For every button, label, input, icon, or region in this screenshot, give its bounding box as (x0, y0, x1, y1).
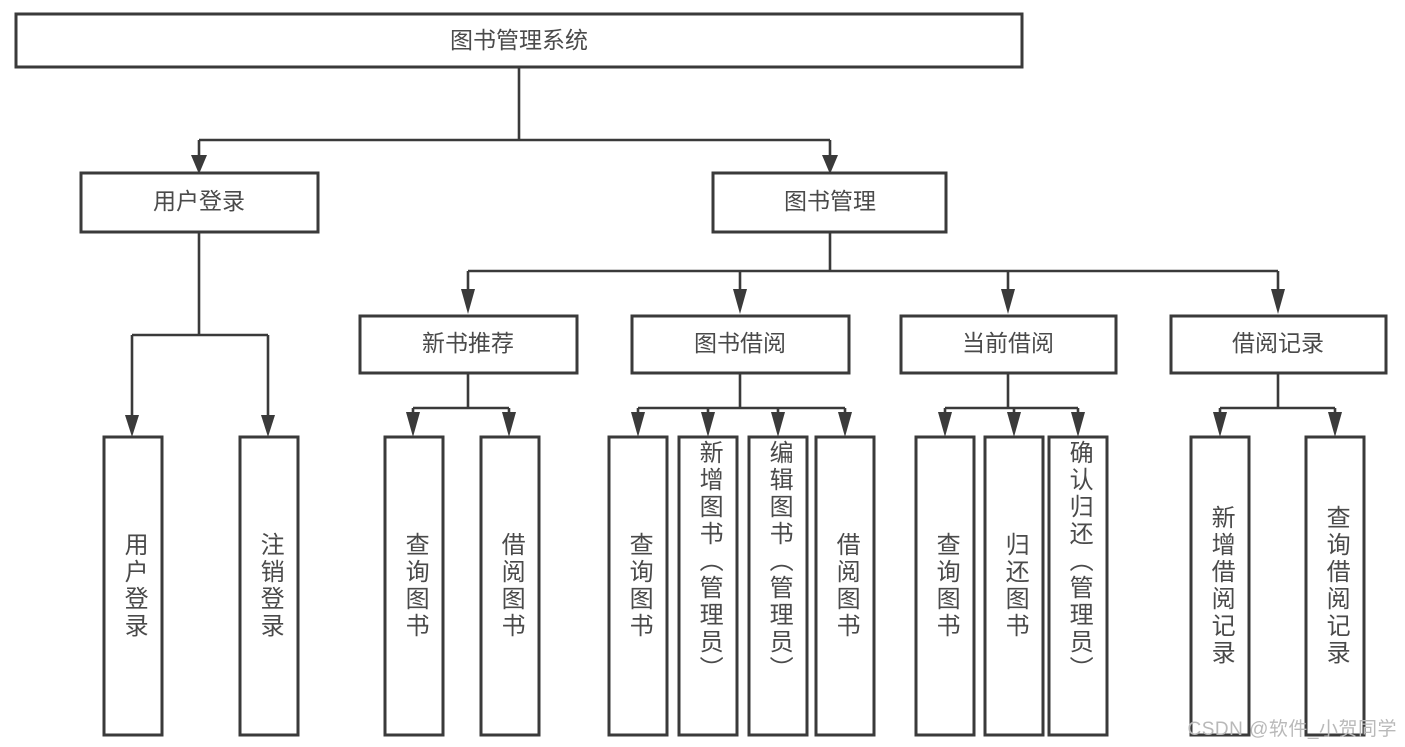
arrow-head-leaf-book-borrow-2 (701, 412, 715, 437)
node-book-mgmt-label: 图书管理 (784, 188, 876, 214)
arrow-head-leaf-borrow-record-2 (1328, 412, 1342, 437)
arrow-head-leaf-user-login-1 (125, 415, 139, 437)
node-root-box[interactable] (14, 12, 1024, 69)
leaf-box-current-borrow-2[interactable] (983, 435, 1045, 737)
node-book-mgmt-box[interactable] (711, 171, 948, 234)
node-root-label: 图书管理系统 (450, 27, 588, 53)
leaf-group-new-book-recommend (383, 435, 541, 737)
node-book-borrow-box[interactable] (630, 314, 851, 375)
leaf-box-book-borrow-4[interactable] (814, 435, 876, 737)
connector-group-current-borrow (938, 374, 1085, 437)
node-borrow-record[interactable]: 借阅记录 (1169, 314, 1388, 375)
leaf-box-book-borrow-1[interactable] (607, 435, 669, 737)
arrow-head-new-book (461, 289, 475, 314)
leaf-box-user-login-2[interactable] (238, 435, 300, 737)
leaf-group-current-borrow (914, 435, 1109, 737)
arrow-head-book-mgmt (822, 155, 838, 174)
leaf-box-current-borrow-1[interactable] (914, 435, 976, 737)
node-book-mgmt[interactable]: 图书管理 (711, 171, 948, 234)
arrow-head-leaf-book-borrow-1 (631, 412, 645, 437)
connector-group-new-book (406, 374, 516, 437)
node-root[interactable]: 图书管理系统 (14, 12, 1024, 69)
arrow-head-leaf-book-borrow-4 (838, 412, 852, 437)
node-book-borrow[interactable]: 图书借阅 (630, 314, 851, 375)
leaf-box-borrow-record-1[interactable] (1189, 435, 1251, 737)
connector-group-book-borrow (631, 374, 852, 437)
arrow-head-leaf-new-book-1 (406, 412, 420, 437)
arrow-head-leaf-current-borrow-2 (1007, 412, 1021, 437)
node-new-book-recommend-box[interactable] (358, 314, 579, 375)
node-user-login-label: 用户登录 (153, 188, 245, 214)
arrow-head-leaf-book-borrow-3 (771, 412, 785, 437)
leaf-group-book-borrow (607, 435, 876, 737)
node-user-login[interactable]: 用户登录 (79, 171, 320, 234)
node-user-login-box[interactable] (79, 171, 320, 234)
arrow-head-current-borrow (1001, 289, 1015, 314)
node-borrow-record-label: 借阅记录 (1232, 330, 1324, 356)
arrow-head-book-borrow (733, 289, 747, 314)
node-new-book-recommend-label: 新书推荐 (422, 330, 514, 356)
node-current-borrow-label: 当前借阅 (962, 330, 1054, 356)
node-borrow-record-box[interactable] (1169, 314, 1388, 375)
arrow-head-leaf-new-book-2 (502, 412, 516, 437)
arrow-head-leaf-user-login-2 (261, 415, 275, 437)
connector-group-borrow-record (1213, 374, 1342, 437)
connector-group-user-login (125, 232, 275, 437)
node-current-borrow-box[interactable] (899, 314, 1118, 375)
leaf-box-book-borrow-3[interactable] (747, 435, 809, 737)
node-current-borrow[interactable]: 当前借阅 (899, 314, 1118, 375)
arrow-head-leaf-borrow-record-1 (1213, 412, 1227, 437)
leaf-group-borrow-record (1189, 435, 1366, 737)
leaf-box-current-borrow-3[interactable] (1047, 435, 1109, 737)
leaf-box-user-login-1[interactable] (102, 435, 164, 737)
connector-group-root (191, 67, 838, 174)
arrow-head-leaf-current-borrow-1 (938, 412, 952, 437)
node-new-book-recommend[interactable]: 新书推荐 (358, 314, 579, 375)
connector-group-book-mgmt (461, 232, 1285, 314)
arrow-head-leaf-current-borrow-3 (1071, 412, 1085, 437)
leaf-box-borrow-record-2[interactable] (1304, 435, 1366, 737)
arrow-head-user-login (191, 155, 207, 174)
leaf-group-user-login (102, 435, 300, 737)
leaf-box-new-book-1[interactable] (383, 435, 445, 737)
arrow-head-borrow-record (1271, 289, 1285, 314)
leaf-box-new-book-2[interactable] (479, 435, 541, 737)
node-book-borrow-label: 图书借阅 (694, 330, 786, 356)
leaf-box-book-borrow-2[interactable] (677, 435, 739, 737)
